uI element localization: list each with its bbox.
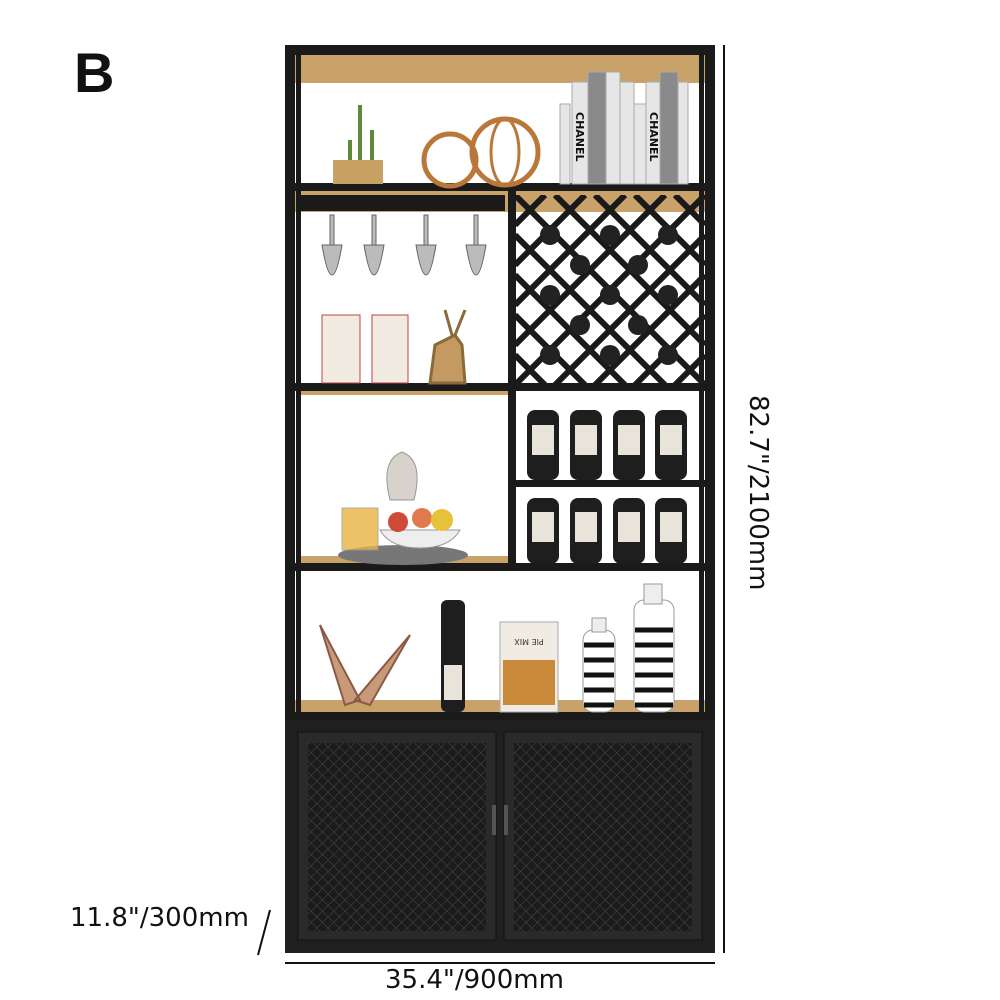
- wine-bottles: [441, 410, 687, 712]
- variant-label: B: [74, 41, 115, 104]
- box-text: PIE MIX: [514, 637, 544, 646]
- diamond-wine-rack: [515, 195, 705, 383]
- height-dimension-label: 82.7"/2100mm: [743, 395, 773, 591]
- fruit-tray: [338, 451, 468, 565]
- width-dimension-label: 35.4"/900mm: [385, 965, 564, 995]
- dimension-lines: [257, 45, 725, 964]
- book-spine-text: CHANEL: [647, 112, 660, 162]
- mesh-door-cabinet: [285, 720, 715, 953]
- wine-glass-rack: [300, 195, 505, 276]
- snack-boxes-and-deer: [321, 309, 467, 385]
- bottom-shelf-decor: PIE MIX: [319, 583, 675, 713]
- top-shelf-decor: CHANEL CHANEL: [333, 71, 689, 189]
- depth-dimension-label: 11.8"/300mm: [70, 903, 249, 933]
- metal-frame: [285, 45, 715, 953]
- book-spine-text: CHANEL: [573, 112, 586, 162]
